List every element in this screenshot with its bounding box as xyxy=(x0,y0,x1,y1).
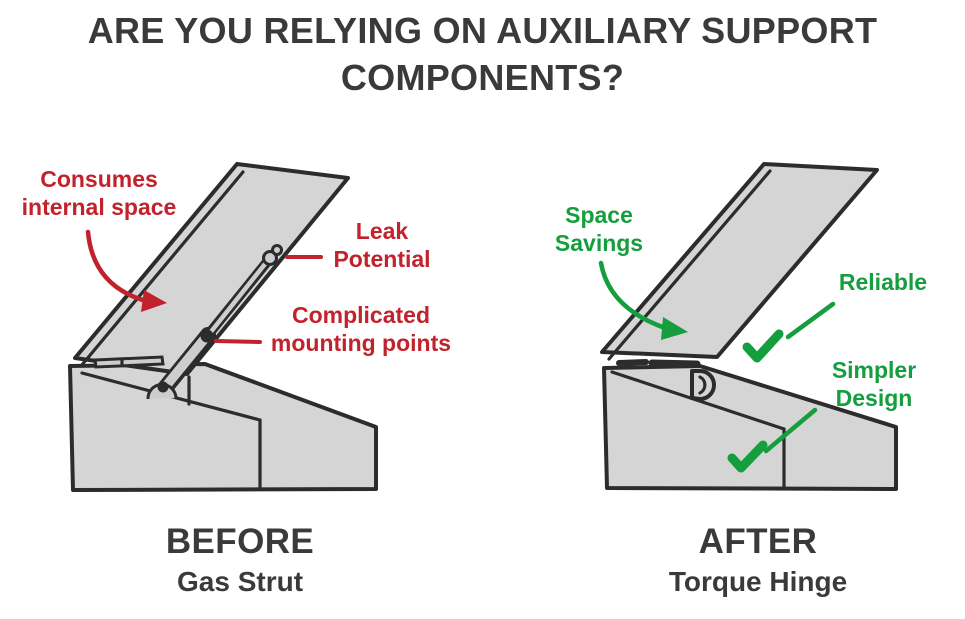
before-subheading: Gas Strut xyxy=(176,566,304,597)
simpler-checkmark-icon xyxy=(727,440,768,473)
callout-leak-potential: Leak Potential xyxy=(333,218,431,273)
before-illustration xyxy=(68,162,378,492)
after-lid xyxy=(600,162,879,361)
simpler-pointer-line xyxy=(763,407,818,454)
torque-hinge-knuckle xyxy=(690,369,716,401)
before-box-base xyxy=(68,362,378,492)
lid-hinge-strip xyxy=(93,355,165,369)
space-savings-arrow-icon xyxy=(598,260,688,340)
strut-pivot-ball xyxy=(157,381,169,393)
mounting-pointer-line xyxy=(214,339,262,344)
callout-consumes-internal-space: Consumes internal space xyxy=(21,166,177,221)
reliable-pointer-line xyxy=(785,301,836,340)
gas-strut xyxy=(146,244,283,400)
after-heading: AFTER xyxy=(698,522,818,561)
after-subheading: Torque Hinge xyxy=(668,566,848,597)
page-title-text: ARE YOU RELYING ON AUXILIARY SUPPORT COM… xyxy=(87,10,878,98)
after-illustration xyxy=(598,162,898,491)
callout-complicated-mounting-points: Complicated mounting points xyxy=(270,302,452,357)
before-heading: BEFORE xyxy=(165,522,315,561)
callout-simpler-design: Simpler Design xyxy=(831,357,917,412)
consumes-arrow-icon xyxy=(85,229,167,312)
callout-space-savings: Space Savings xyxy=(554,202,644,257)
page-title: ARE YOU RELYING ON AUXILIARY SUPPORT COM… xyxy=(0,8,965,102)
callout-reliable: Reliable xyxy=(838,269,928,295)
before-lid xyxy=(73,162,350,376)
strut-mid-joint xyxy=(200,329,214,343)
lid-hinge-tabs xyxy=(616,359,701,368)
strut-end-nub xyxy=(271,244,283,256)
reliable-checkmark-icon xyxy=(742,329,784,363)
strut-end-cap xyxy=(262,250,278,266)
